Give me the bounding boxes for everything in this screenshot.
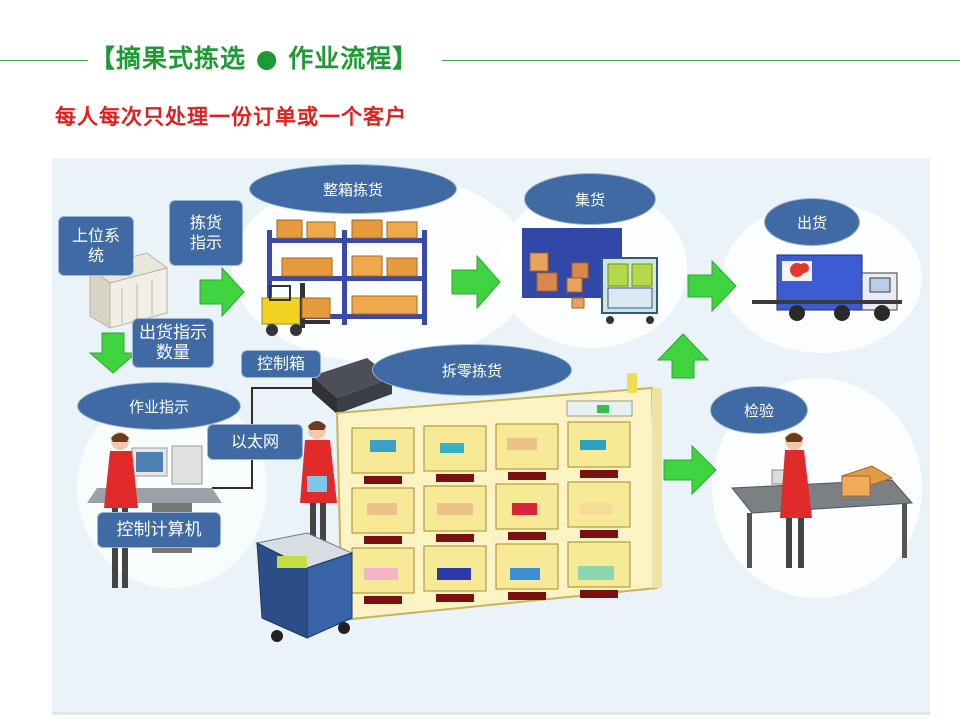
arrow-to-consolidation xyxy=(451,254,501,310)
header-rule-right xyxy=(442,60,960,61)
inspection-station-icon xyxy=(730,432,914,568)
label-inspection: 检验 xyxy=(710,386,808,434)
arrow-to-inspection xyxy=(663,444,717,496)
page-title: 【摘果式拣选 ● 作业流程】 xyxy=(90,44,419,73)
operator-computer-icon xyxy=(87,432,222,588)
label-consolidation: 集货 xyxy=(524,173,656,225)
label-work-instruction: 作业指示 xyxy=(77,382,241,430)
pallet-rack-icon xyxy=(267,219,427,325)
panel-bottom-edge xyxy=(52,712,930,715)
label-shipping-quantity-instruction: 出货指示数量 xyxy=(132,318,214,368)
label-picking-instruction: 拣货指示 xyxy=(169,200,243,266)
label-control-computer: 控制计算机 xyxy=(97,512,221,548)
pick-items xyxy=(364,438,614,580)
label-piece-picking: 拆零拣货 xyxy=(372,344,572,396)
workflow-diagram: 上位系统 拣货指示 整箱拣货 集货 出货 出货指示数量 控制箱 拆零拣货 作业指… xyxy=(52,158,930,714)
arrow-to-whole-case xyxy=(199,266,245,318)
forklift-icon xyxy=(261,283,331,336)
label-whole-case-picking: 整箱拣货 xyxy=(249,164,457,214)
label-upper-system: 上位系统 xyxy=(58,216,134,276)
arrow-up-from-inspection xyxy=(656,333,710,379)
arrow-down-from-system xyxy=(88,332,138,374)
label-shipping: 出货 xyxy=(764,198,860,246)
header-rule-left xyxy=(0,60,88,61)
pick-light-displays xyxy=(364,470,618,604)
label-ethernet: 以太网 xyxy=(207,424,303,460)
picking-cart-icon xyxy=(255,532,354,642)
consolidation-scene-icon xyxy=(522,228,658,324)
label-control-box: 控制箱 xyxy=(241,350,321,378)
workflow-illustration xyxy=(77,173,922,642)
page-subtitle: 每人每次只处理一份订单或一个客户 xyxy=(55,105,407,129)
picker-worker-icon xyxy=(300,421,337,548)
arrow-to-shipping xyxy=(687,259,737,313)
delivery-truck-icon xyxy=(752,254,902,321)
